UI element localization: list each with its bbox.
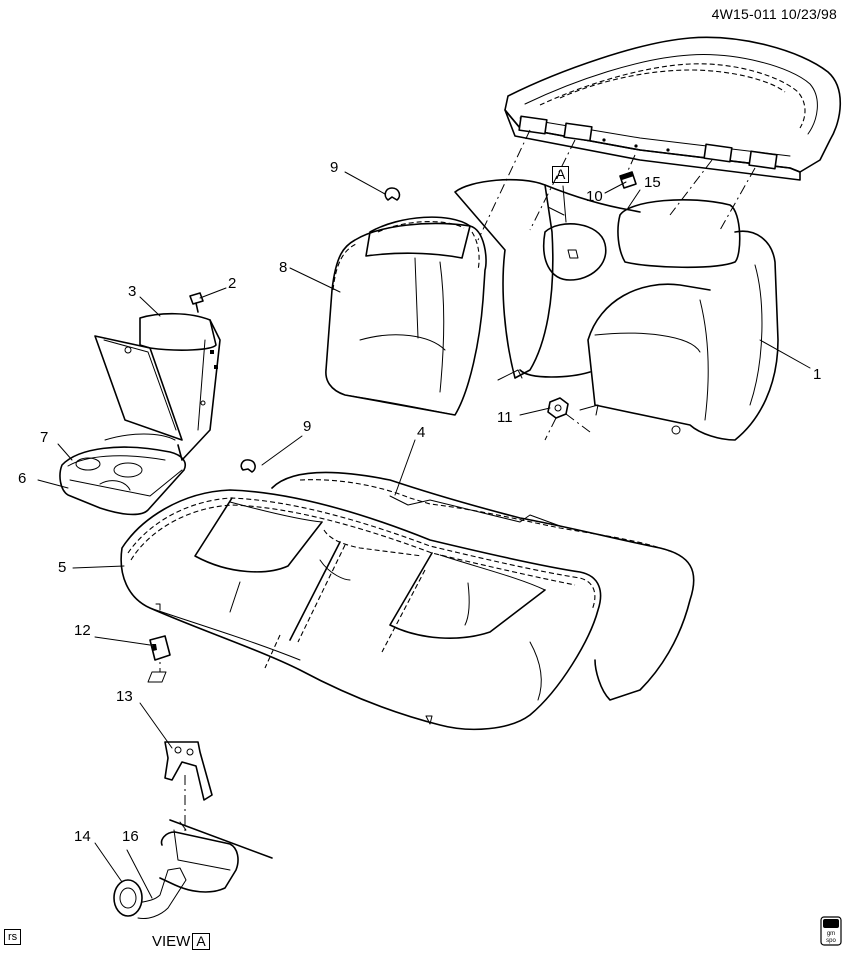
callout-12: 12 — [74, 622, 91, 639]
callout-15: 15 — [644, 174, 661, 191]
callout-4: 4 — [417, 424, 426, 441]
gm-spo-logo: gm spo — [820, 916, 842, 946]
logo-text-spo: spo — [826, 938, 836, 944]
detail-a-box: A — [552, 166, 570, 183]
callout-9-lower: 9 — [303, 418, 312, 435]
alignment-lines — [159, 129, 756, 832]
diagram-reference-code: 4W15-011 10/23/98 — [711, 6, 837, 22]
detail-a-marker — [562, 185, 567, 223]
callout-leaders — [37, 171, 811, 899]
callout-5: 5 — [58, 559, 67, 576]
logo-text-gm: gm — [827, 931, 835, 937]
bracket-part-12 — [147, 603, 171, 683]
callout-2: 2 — [228, 275, 237, 292]
callout-6: 6 — [18, 470, 27, 487]
callout-8: 8 — [279, 259, 288, 276]
callout-10: 10 — [586, 188, 603, 205]
seatback-frame-assembly — [504, 36, 841, 181]
callout-16: 16 — [122, 828, 139, 845]
callout-1: 1 — [813, 366, 822, 383]
seatback-cushion-part-8 — [325, 216, 487, 416]
bracket-part-13 — [164, 741, 213, 801]
seat-cushion-frame-part-4 — [271, 471, 695, 701]
callout-3: 3 — [128, 283, 137, 300]
seat-cushion-part-5 — [120, 489, 602, 731]
view-a-detail — [113, 819, 273, 919]
nut-part-11 — [544, 397, 591, 441]
clip-part-9-upper — [384, 187, 401, 201]
view-text: VIEW — [152, 933, 191, 950]
rear-seatback-part-1 — [454, 178, 779, 441]
callout-9-upper: 9 — [330, 159, 339, 176]
view-marker: A — [192, 933, 210, 950]
clip-part-10 — [619, 171, 637, 189]
callout-13: 13 — [116, 688, 133, 705]
callout-14: 14 — [74, 828, 91, 845]
detail-a-letter: A — [552, 166, 570, 183]
bolt-part-2 — [189, 292, 204, 313]
clip-part-9-lower — [240, 459, 256, 473]
armrest-assembly — [59, 312, 221, 516]
callout-7: 7 — [40, 429, 49, 446]
callout-11: 11 — [497, 409, 513, 426]
rs-tag: rs — [4, 929, 22, 945]
